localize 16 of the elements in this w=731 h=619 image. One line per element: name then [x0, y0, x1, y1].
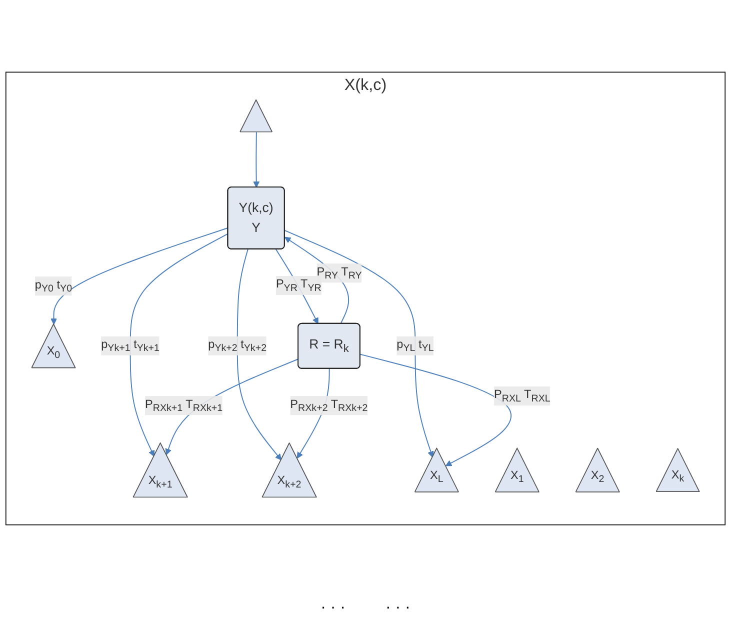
edge-label: P$_{RXk+1}$ T$_{RXk+1}$ — [145, 398, 223, 414]
edge-label: P$_{RXk+2}$ T$_{RXk+2}$ — [290, 398, 368, 414]
ellipsis-label: · · · — [386, 599, 410, 617]
edge-label: p$_{YL}$ t$_{YL}$ — [396, 338, 434, 354]
ellipsis-label: · · · — [320, 599, 346, 617]
edge-label: P$_{RXL}$ T$_{RXL}$ — [494, 388, 550, 404]
edge-label: p$_{Yk+2}$ t$_{Yk+2}$ — [208, 338, 267, 354]
edge-label: P$_{RY}$ T$_{RY}$ — [316, 266, 362, 281]
arrow — [236, 248, 282, 460]
edge-label: P$_{YR}$ T$_{YR}$ — [276, 278, 322, 294]
arrow — [130, 233, 229, 457]
edge-label: p$_{Yk+1}$ t$_{Yk+1}$ — [101, 338, 160, 354]
arrow — [50, 227, 229, 325]
arrow — [253, 132, 260, 188]
edge-label: p$_{Y0}$ t$_{Y0}$ — [34, 278, 72, 294]
arrow — [360, 354, 512, 466]
